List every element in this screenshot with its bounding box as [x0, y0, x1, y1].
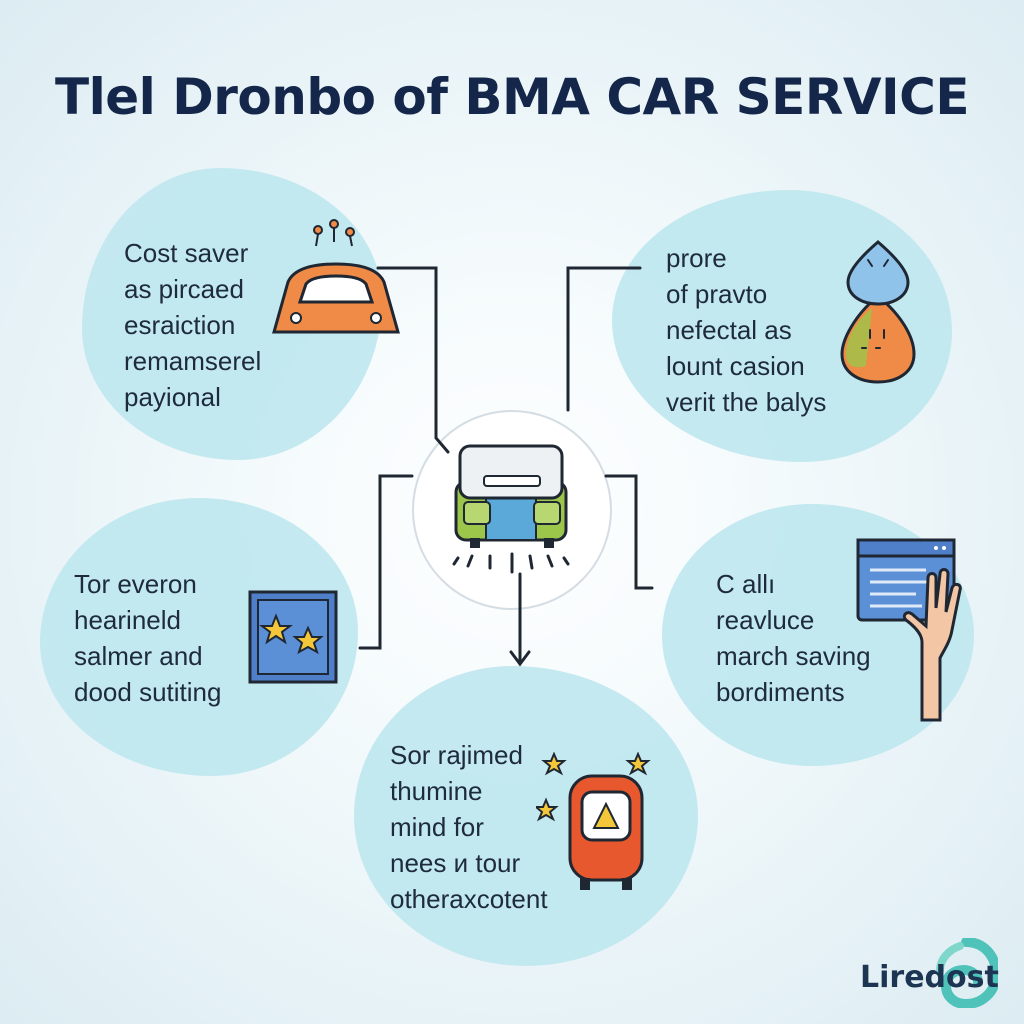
text-line: Sor rajimed [390, 740, 523, 770]
connector-top-right [566, 266, 642, 412]
text-line: bordiments [716, 677, 845, 707]
text-line: C allı [716, 569, 776, 599]
bubble-text-cost-saver: Cost saver as pircaed esraiction remamse… [124, 235, 261, 415]
text-line: remamserel [124, 346, 262, 376]
arrow-head [509, 650, 531, 667]
text-line: hearineld [74, 605, 181, 635]
hand-screen-icon [856, 538, 962, 722]
bubble-text-prore: prore of pravto nefectal as lount casion… [666, 240, 826, 420]
car-wash-icon [452, 444, 570, 574]
text-line: esraiction [124, 310, 236, 340]
text-line: salmer and [74, 641, 203, 671]
text-line: of pravto [666, 279, 768, 309]
text-line: thumine [390, 776, 483, 806]
text-line: reavluce [716, 605, 815, 635]
bubble-text-sor-rajimed: Sor rajimed thumine mind for nees и tour… [390, 737, 548, 917]
text-line: Cost saver [124, 238, 249, 268]
text-line: otherаxcotent [390, 884, 548, 914]
text-line: dood sutiting [74, 677, 222, 707]
warning-device-icon [536, 752, 651, 890]
text-line: prore [666, 243, 727, 273]
bubble-text-call: C allı reavluce march saving bordiments [716, 566, 871, 710]
stars-frame-icon [248, 590, 338, 684]
connector-bottom-right [604, 474, 654, 590]
page-title: Tlel Dronbo of BMA CAR SERVICE [55, 68, 969, 126]
brand-name: Liredost [860, 960, 999, 995]
drop-icon [840, 240, 916, 384]
text-line: payional [124, 382, 221, 412]
text-line: Tor everon [74, 569, 197, 599]
text-line: mind for [390, 812, 484, 842]
text-line: nees и tour [390, 848, 521, 878]
text-line: verit the balys [666, 387, 827, 417]
swirl-logo-icon [936, 938, 998, 1008]
text-line: march saving [716, 641, 871, 671]
text-line: as pircaed [124, 274, 244, 304]
connector-top-left [376, 266, 450, 454]
bubble-text-tor-everon: Tor everon hearineld salmer and dood sut… [74, 566, 221, 710]
connector-bottom-left [358, 474, 414, 650]
car-icon [272, 219, 400, 334]
text-line: nefectal as [666, 315, 792, 345]
text-line: lount casion [666, 351, 805, 381]
